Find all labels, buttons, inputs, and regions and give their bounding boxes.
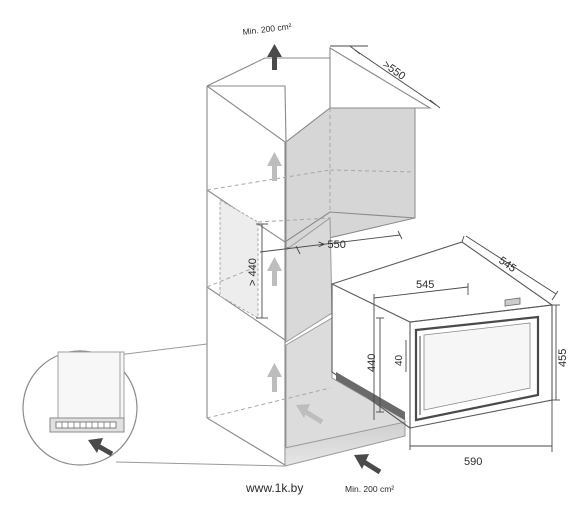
- appliance-glass: [423, 322, 531, 411]
- dim-tick-2: [429, 99, 441, 109]
- arrow-diagonal-light-icon: [296, 404, 324, 425]
- appliance: [330, 241, 554, 429]
- inset-leader-bottom: [115, 461, 286, 467]
- dim-tick-8: [551, 290, 559, 301]
- appliance-door-frame: [414, 315, 540, 422]
- upper-panel: [285, 107, 416, 249]
- hidden-line-4: [206, 387, 331, 419]
- arrow-up-top-icon: [267, 44, 282, 70]
- inset-grille-slats: [61, 422, 111, 428]
- dim-tick-3: [295, 245, 301, 255]
- inset-arrow-icon: [88, 438, 114, 457]
- arrow-up-light-2-icon: [267, 257, 282, 286]
- airflow: [267, 44, 382, 475]
- app-height-total-label: 455: [557, 349, 569, 367]
- dim-app-depth-body: [373, 286, 469, 299]
- dim-ext-2: [461, 235, 465, 243]
- hidden-line-2: [329, 169, 416, 173]
- appliance-base-shadow: [336, 372, 405, 420]
- arrow-up-light-1-icon: [267, 152, 282, 181]
- inset-cabinet: [57, 351, 125, 421]
- base-plinth: [284, 421, 406, 467]
- niche-height-label: > 440: [247, 258, 259, 286]
- arrow-up-light-3-icon: [267, 363, 282, 392]
- appliance-side: [331, 284, 411, 429]
- dim-depth-cabinet: [354, 49, 437, 106]
- vent-bottom-label: Min. 200 cm²: [345, 484, 394, 494]
- dim-depth-shelf: [259, 234, 401, 253]
- appliance-top: [330, 241, 554, 323]
- cabinet: [206, 47, 432, 467]
- app-height-body-label: 440: [366, 354, 378, 372]
- cabinet-left-top-edge: [206, 85, 286, 143]
- app-depth-body-label: 545: [416, 279, 434, 291]
- detail-inset: [22, 343, 286, 467]
- depth-cabinet-label: >550: [380, 59, 407, 83]
- hidden-line-6: [257, 217, 331, 223]
- middle-panel-inner: [219, 199, 259, 319]
- dimensions: [256, 45, 560, 452]
- hidden-line-3: [206, 265, 259, 288]
- dim-tick-4: [397, 230, 403, 240]
- arrow-intake-bottom-icon: [354, 454, 382, 475]
- inset-leader-top: [109, 343, 208, 357]
- appliance-back-strip: [504, 297, 521, 307]
- dim-tick-1: [349, 45, 361, 55]
- dim-app-depth-total: [465, 235, 557, 295]
- depth-shelf-label: > 550: [318, 239, 346, 251]
- cabinet-top: [206, 47, 432, 144]
- vent-top-label: Min. 200 cm²: [242, 21, 292, 37]
- watermark-label: www.1k.by: [245, 481, 303, 495]
- app-width-label: 590: [464, 456, 482, 468]
- door-gap-label: 40: [394, 354, 405, 366]
